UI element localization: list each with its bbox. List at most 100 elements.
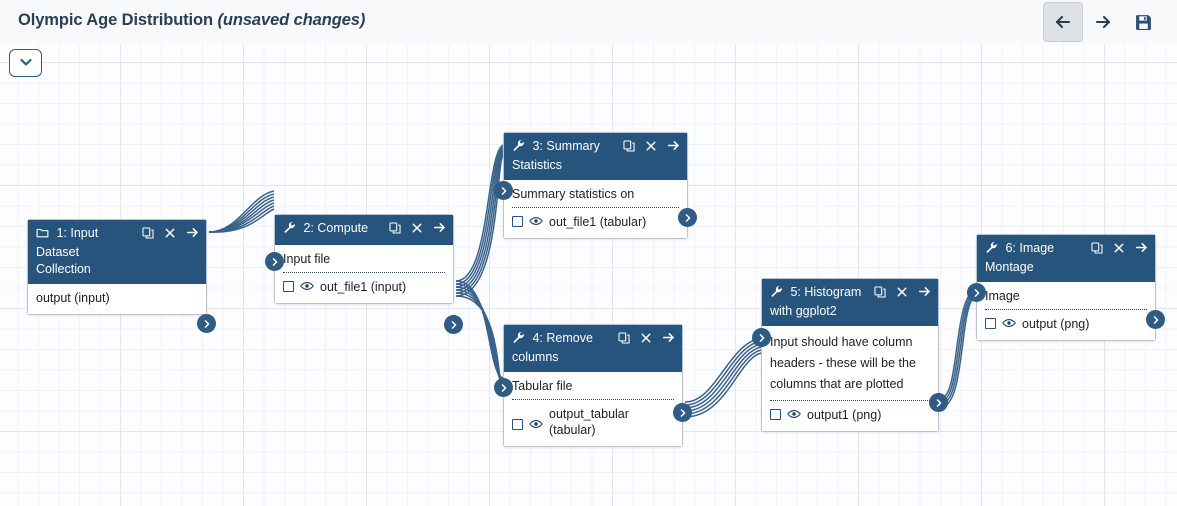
save-button[interactable] [1123,2,1163,42]
output-label: out_file1 (input) [320,280,407,294]
close-icon[interactable] [411,222,423,234]
arrow-right-icon[interactable] [918,285,931,298]
eye-icon[interactable] [787,408,801,420]
output-terminal[interactable]: output1 (png) [770,406,930,424]
output-connector[interactable] [673,403,692,422]
workflow-node-6[interactable]: 6: Image Montage [967,234,1165,341]
top-toolbar: Olympic Age Distribution (unsaved change… [0,0,1177,44]
output-label: output (png) [1022,317,1090,331]
node-title: 4: Remove columns [512,331,593,364]
input-connector[interactable] [494,181,513,200]
output-terminal[interactable]: output (png) [985,315,1147,333]
eye-icon[interactable] [529,215,543,227]
output-checkbox[interactable] [512,419,523,430]
wrench-icon [283,221,296,239]
node-header[interactable]: 4: Remove columns [504,325,682,372]
duplicate-icon[interactable] [389,221,401,234]
arrow-right-icon[interactable] [662,331,675,344]
close-icon[interactable] [164,227,176,239]
duplicate-icon[interactable] [1091,241,1103,254]
output-label: output (input) [36,291,110,305]
redo-button[interactable] [1083,2,1123,42]
chevron-down-icon [18,54,34,73]
canvas-collapse-toggle[interactable] [9,49,42,77]
toolbar-actions [1043,2,1163,42]
node-title: 3: Summary Statistics [512,139,600,172]
node-body: Input file out_file1 (input) [275,245,453,303]
duplicate-icon[interactable] [618,331,630,344]
arrow-right-icon[interactable] [433,221,446,234]
close-icon[interactable] [645,140,657,152]
node-header-icons [618,331,675,344]
workflow-name: Olympic Age Distribution [18,11,214,29]
output-label: output1 (png) [807,408,882,422]
workflow-node-2[interactable]: 2: Compute [265,214,463,334]
close-icon[interactable] [1113,242,1125,254]
arrow-right-icon[interactable] [1135,241,1148,254]
node-body: Input should have column headers - these… [762,326,938,431]
edge-node2-to-node4 [455,280,504,389]
input-connector[interactable] [494,378,513,397]
close-icon[interactable] [896,286,908,298]
node-header[interactable]: 6: Image Montage [977,235,1155,282]
input-terminal-label: Summary statistics on [512,187,635,201]
duplicate-icon[interactable] [623,139,635,152]
close-icon[interactable] [640,332,652,344]
save-icon [1135,14,1152,31]
workflow-node-3[interactable]: 3: Summary Statistics [494,132,697,239]
output-label: out_file1 (tabular) [549,215,647,229]
input-terminal-label: Input should have column headers - these… [770,335,916,391]
node-header[interactable]: 3: Summary Statistics [504,133,687,180]
workflow-node-4[interactable]: 4: Remove columns [494,324,692,447]
workflow-canvas[interactable]: 1: Input Dataset Collection [0,44,1177,506]
output-terminal[interactable]: output (input) [36,289,198,307]
output-label: output_tabular (tabular) [549,407,629,437]
node-header[interactable]: 2: Compute [275,215,453,245]
output-checkbox[interactable] [283,281,294,292]
wrench-icon [512,331,525,349]
duplicate-icon[interactable] [874,285,886,298]
input-terminal-label: Input file [283,252,331,266]
output-terminal[interactable]: output_tabular (tabular) [512,405,674,439]
node-header-icons [623,139,680,152]
terminal-divider [770,400,930,401]
node-body: output (input) [28,284,206,314]
output-connector[interactable] [1146,310,1165,329]
output-terminal[interactable]: out_file1 (input) [283,278,445,296]
eye-icon[interactable] [300,280,314,292]
arrow-right-icon[interactable] [667,139,680,152]
terminal-divider [512,207,679,208]
node-header[interactable]: 5: Histogram with ggplot2 [762,279,938,326]
node-body: Summary statistics on out_file1 (tabular… [504,180,687,238]
output-terminal[interactable]: out_file1 (tabular) [512,213,679,231]
output-connector[interactable] [929,393,948,412]
output-checkbox[interactable] [770,409,781,420]
output-checkbox[interactable] [985,318,996,329]
node-header-icons [874,285,931,298]
node-title: 2: Compute [283,220,445,239]
output-connector[interactable] [678,208,697,227]
undo-button[interactable] [1043,2,1083,42]
output-connector[interactable] [197,314,216,333]
duplicate-icon[interactable] [142,226,154,239]
input-connector[interactable] [967,283,986,302]
input-connector[interactable] [752,328,771,347]
input-terminal-label: Image [985,289,1020,303]
page-title: Olympic Age Distribution (unsaved change… [18,11,365,30]
workflow-node-1[interactable]: 1: Input Dataset Collection [27,219,216,333]
wrench-icon [512,139,525,157]
workflow-node-5[interactable]: 5: Histogram with ggplot2 [752,278,948,432]
arrow-right-icon[interactable] [186,226,199,239]
input-terminal-label: Tabular file [512,379,573,393]
output-checkbox[interactable] [512,216,523,227]
unsaved-changes-label: (unsaved changes) [217,11,366,29]
edge-node5-to-node6 [940,289,977,408]
eye-icon[interactable] [529,418,543,430]
node-header[interactable]: 1: Input Dataset Collection [28,220,206,284]
wrench-icon [985,241,998,259]
output-connector[interactable] [444,315,463,334]
edge-node4-to-node5 [684,337,762,418]
eye-icon[interactable] [1002,317,1016,329]
input-connector[interactable] [265,252,284,271]
